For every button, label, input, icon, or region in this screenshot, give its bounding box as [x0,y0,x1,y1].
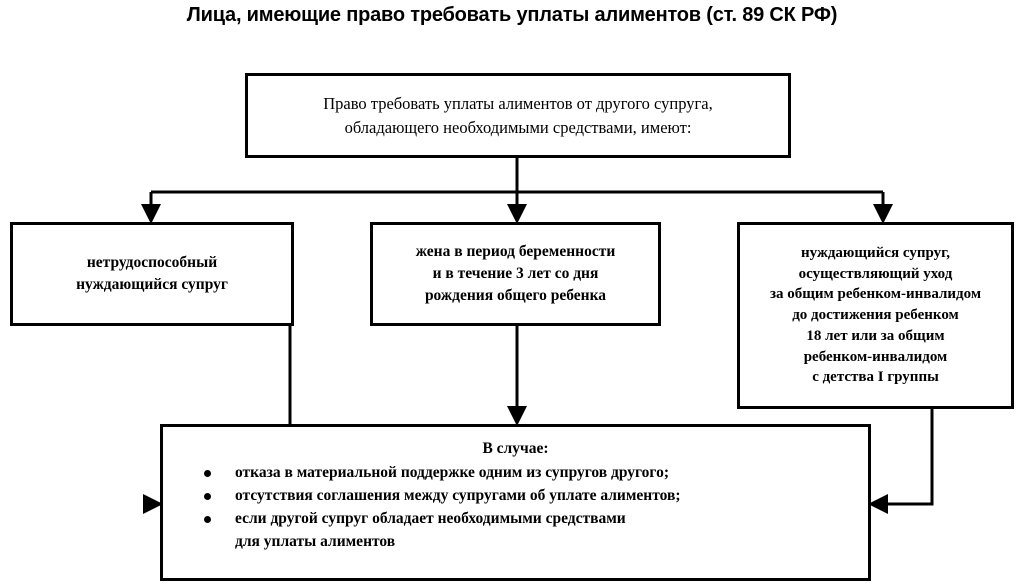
node-branch-right-line-7: с детства I группы [812,369,939,386]
arrowhead-branch-middle [507,204,527,224]
node-root[interactable]: Право требовать уплаты алиментов от друг… [245,73,791,158]
arrowhead-conditions-right [868,494,888,514]
node-branch-left[interactable]: нетрудоспособный нуждающийся супруг [10,222,294,326]
node-branch-middle[interactable]: жена в период беременности и в течение 3… [370,222,661,326]
bullet-icon [204,469,211,477]
list-item-text: отсутствия соглашения между супругами об… [235,486,681,504]
bullet-icon [204,515,211,523]
node-branch-right-line-4: до достижения ребенком [792,307,959,324]
node-branch-middle-line-1: жена в период беременности [415,243,616,261]
page-title: Лица, имеющие право требовать уплаты али… [186,4,838,26]
node-branch-right-line-2: осуществляющий уход [798,265,953,282]
node-branch-middle-line-3: рождения общего ребенка [424,286,607,304]
node-root-line-1: Право требовать уплаты алиментов от друг… [323,94,713,114]
list-item-text: отказа в материальной поддержке одним из… [235,464,669,481]
node-branch-right[interactable]: нуждающийся супруг, осуществляющий уход … [737,222,1014,409]
node-branch-left-line-1: нетрудоспособный [86,254,218,271]
arrowhead-branch-left [141,204,161,224]
arrowhead-branch-right [873,204,893,224]
node-conditions[interactable]: В случае: отказа в материальной поддержк… [160,424,871,581]
list-item: отсутствия соглашения между супругами об… [204,485,868,508]
node-branch-right-line-6: ребенком-инвалидом [803,348,948,365]
edge-right-to-conditions [888,409,934,506]
bullet-icon [204,492,211,500]
arrowhead-conditions-top [507,406,527,426]
list-item-text-continued: для уплаты алиментов [235,532,396,550]
node-branch-middle-line-2: и в течение 3 лет со дня [432,265,599,283]
node-branch-right-line-5: 18 лет или за общим [806,327,945,344]
node-branch-left-line-2: нуждающийся супруг [76,276,228,293]
list-item: отказа в материальной поддержке одним из… [204,462,868,485]
list-item-text: если другой супруг обладает необходимыми… [235,509,626,527]
node-branch-right-line-1: нуждающийся супруг, [801,245,950,262]
conditions-list: отказа в материальной поддержке одним из… [163,462,868,554]
node-root-line-2: обладающего необходимыми средствами, име… [344,117,692,137]
node-branch-right-line-3: за общим ребенком-инвалидом [769,286,982,303]
conditions-heading: В случае: [482,440,549,457]
list-item: если другой супруг обладает необходимыми… [204,508,868,554]
